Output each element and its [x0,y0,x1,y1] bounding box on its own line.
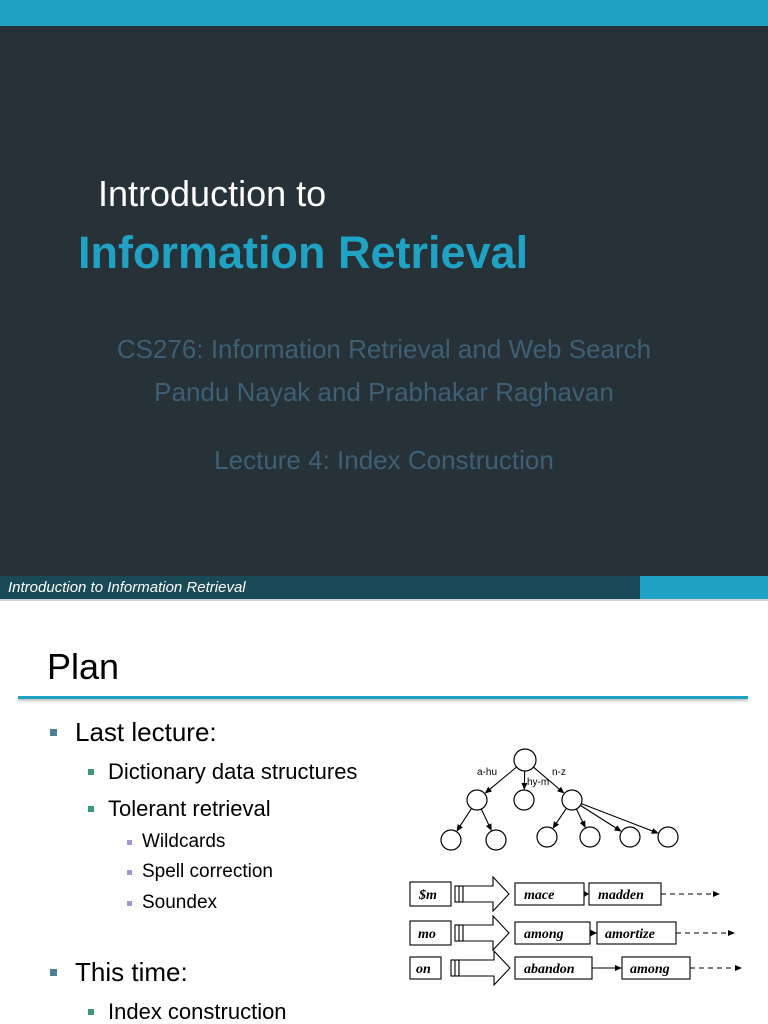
tree-edge [580,804,621,831]
posting-term: amortize [605,927,655,942]
key-label: $m [418,888,437,903]
tree-node [561,789,583,811]
key-box [409,956,442,980]
tree-leaf-node [536,826,558,848]
bullet-marker [127,901,132,906]
footer-text: Introduction to Information Retrieval [8,579,246,596]
bullet-tolerant-retrieval: Tolerant retrieval [108,796,271,821]
bullet-marker [88,769,94,775]
link-arrowhead [590,929,597,937]
posting-term: among [524,927,564,942]
bullet-last-lecture: Last lecture: [75,717,217,747]
tree-arrowhead [521,782,528,790]
tree-node [513,789,535,811]
tree-arrowhead [486,823,492,831]
bullet-soundex: Soundex [142,892,218,913]
tree-edge [581,803,657,834]
tree-arrowhead [456,824,463,832]
bullet-spell-correction: Spell correction [142,861,273,882]
tree-leaf-node [619,826,641,848]
tree-arrowhead [579,820,586,828]
search-tree: a-hu hy-m n-z [440,748,679,851]
tree-leaf-node [485,829,507,851]
tree-range-label: hy-m [527,777,549,788]
bullet-marker [50,729,57,736]
tree-arrowhead [552,821,559,829]
tree-arrowhead [651,828,659,834]
slide-separator [0,599,768,601]
plan-slide: Plan Last lecture: Dictionary data struc… [0,601,768,1024]
posting-term: madden [598,888,644,903]
tree-arrowhead [484,786,492,794]
tree-leaf-node [579,826,601,848]
block-arrow [462,914,510,952]
bullet-marker [88,806,94,812]
key-label: on [416,962,431,977]
continuation-arrowhead [735,965,742,971]
block-arrow [458,949,511,987]
bullet-marker [127,840,132,845]
footer-bar: Introduction to Information Retrieval [0,576,768,599]
tree-leaf-node [440,829,462,851]
tree-leaf-node [657,826,679,848]
tree-node [466,789,488,811]
bullet-marker [50,969,57,976]
title-main: Information Retrieval [78,227,529,278]
tree-root-node [513,748,537,772]
link-arrowhead [584,891,589,897]
continuation-arrowhead [728,930,735,936]
title-intro: Introduction to [98,173,327,214]
tree-range-label: a-hu [477,767,497,778]
block-arrow [462,875,510,913]
posting-row: on abandon among [409,949,742,987]
bullet-this-time: This time: [75,957,188,987]
key-label: mo [418,927,436,942]
posting-term: among [630,962,670,977]
continuation-arrowhead [713,891,720,897]
bullet-marker [88,1009,94,1015]
tree-range-label: n-z [552,767,566,778]
bullet-wildcards: Wildcards [142,831,226,852]
tree-arrowhead [557,786,565,794]
posting-term: mace [524,888,554,903]
tree-arrowhead [614,825,622,832]
tree-edge [533,766,563,793]
top-accent-bar [0,0,768,26]
bullet-marker [127,870,132,875]
footer-accent-block [640,576,768,599]
key-box [409,881,452,907]
lecture-title: Lecture 4: Index Construction [214,445,554,475]
key-box [409,920,452,946]
tree-edge [486,766,517,793]
dictionary-diagram: a-hu hy-m n-z $m mace madden mo [409,748,742,987]
authors: Pandu Nayak and Prabhakar Raghavan [154,377,614,407]
posting-row: $m mace madden [409,875,720,913]
title-rule [18,696,748,699]
bullet-dictionary-data-structures: Dictionary data structures [108,759,358,784]
course-subtitle: CS276: Information Retrieval and Web Sea… [116,334,652,364]
posting-row: mo among amortize [409,914,735,952]
posting-term: abandon [524,962,575,977]
title-slide: Introduction to Information Retrieval CS… [0,0,768,599]
slide-title: Plan [47,646,120,687]
link-arrowhead [615,965,622,971]
bullet-index-construction: Index construction [108,999,287,1024]
